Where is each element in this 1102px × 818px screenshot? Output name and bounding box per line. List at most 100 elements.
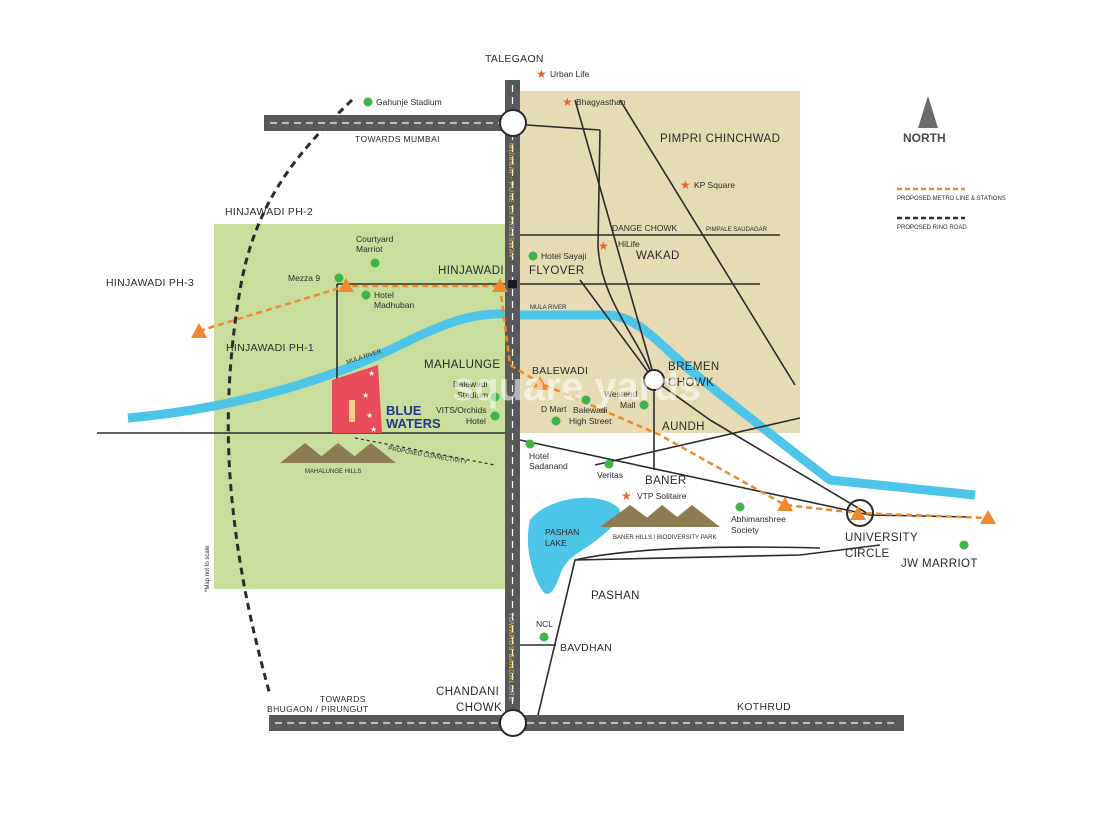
kp-square-star-icon: ★ [680, 178, 691, 192]
poi-high-street-2: High Street [569, 416, 612, 426]
poi-westend-2: Mall [620, 400, 636, 410]
label-towards-bhugaon-1: TOWARDS [320, 694, 366, 704]
high-street-marker-icon [581, 395, 591, 405]
poi-star-markers: ★ ★ ★ ★ ★ [536, 67, 691, 503]
label-towards-bangalore: TOWARDS BANGALORE [507, 612, 514, 701]
hilife-star-icon: ★ [598, 239, 609, 253]
poi-balewadi-stadium-2: Stadium [457, 390, 488, 400]
westend-marker-icon [639, 400, 649, 410]
poi-hilife: HiLife [618, 239, 640, 249]
label-hinjawadi-ph3: HINJAWADI PH-3 [106, 277, 194, 289]
project-blue-waters: ★ ★ ★ ★ [332, 365, 382, 434]
poi-veritas: Veritas [597, 470, 623, 480]
svg-text:★: ★ [366, 411, 373, 420]
madhuban-marker-icon [361, 290, 371, 300]
north-label: NORTH [903, 131, 946, 145]
label-hinjawadi-ph1: HINJAWADI PH-1 [226, 342, 314, 354]
mezza-marker-icon [334, 273, 344, 283]
poi-vits-2: Hotel [466, 416, 486, 426]
mahalunge-hills-icon [280, 443, 396, 463]
poi-westend-1: Westend [604, 389, 638, 399]
road-towards-mumbai [264, 115, 514, 131]
poi-bhagyasthan: Bhagyasthan [576, 97, 626, 107]
label-baner: BANER [645, 475, 687, 487]
label-hinjawadi-ph2: HINJAWADI PH-2 [225, 206, 313, 218]
poi-high-street-1: Balewadi [573, 405, 608, 415]
road-kothrud [269, 715, 904, 731]
poi-mezza: Mezza 9 [288, 273, 320, 283]
north-arrow-icon [918, 96, 938, 128]
label-baner-hills: BANER HILLS / BIODIVERSITY PARK [613, 535, 716, 541]
label-hinjawadi: HINJAWADI [438, 265, 504, 277]
hinjawadi-flyover [508, 280, 517, 288]
baner-hills-icon [600, 505, 720, 527]
label-bremen-2: CHOWK [668, 377, 714, 389]
metro-stations [191, 278, 996, 524]
veritas-marker-icon [604, 459, 614, 469]
sadanand-marker-icon [525, 439, 535, 449]
label-mahalunge-hills: MAHALUNGE HILLS [305, 469, 361, 475]
label-chandani-1: CHANDANI [436, 686, 499, 698]
poi-madhuban-2: Madhuban [374, 300, 414, 310]
label-bavdhan: BAVDHAN [560, 642, 612, 654]
poi-balewadi-stadium-1: Balewadi [453, 379, 488, 389]
poi-vits-1: VITS/Orchids [436, 405, 487, 415]
urban-life-star-icon: ★ [536, 67, 547, 81]
label-bremen-1: BREMEN [668, 361, 720, 373]
watermark: square yards [452, 365, 701, 409]
poi-gahunje: Gahunje Stadium [376, 97, 442, 107]
poi-courtyard-2: Marriot [356, 244, 383, 254]
legend-metro: PROPOSED METRO LINE & STATIONS [897, 196, 1006, 202]
mumbai-pune-expressway [505, 80, 520, 735]
poi-vtp: VTP Solitaire [637, 491, 687, 501]
label-pashan-lake-1: PASHAN [545, 527, 579, 537]
label-dange-chowk: DANGE CHOWK [612, 223, 678, 233]
ncl-marker-icon [539, 632, 549, 642]
proposed-ring-road [226, 98, 354, 696]
label-expressway: MUMBAI - PUNE EXPRESSWAY [507, 143, 514, 259]
label-towards-bhugaon-2: BHUGAON / PIRUNGUT [267, 704, 369, 714]
poi-abhimanshree-1: Abhimanshree [731, 514, 786, 524]
label-university-2: CIRCLE [845, 548, 890, 560]
poi-courtyard-1: Courtyard [356, 234, 394, 244]
metro-station-icon [338, 278, 354, 292]
svg-text:★: ★ [368, 369, 375, 378]
poi-sadanand-1: Hotel [529, 451, 549, 461]
bremen-chowk-junction-icon [643, 369, 665, 391]
metro-station-icon [532, 376, 548, 390]
poi-jw-marriot: JW MARRIOT [901, 558, 978, 570]
balewadi-stadium-marker-icon [490, 392, 500, 402]
poi-sayaji: Hotel Sayaji [541, 251, 586, 261]
poi-kp-square: KP Square [694, 180, 735, 190]
poi-green-markers [334, 97, 969, 642]
project-name-line1: BLUE [386, 403, 422, 418]
dmart-marker-icon [551, 416, 561, 426]
map-not-to-scale-note: *Map not to scale [205, 545, 211, 592]
sayaji-marker-icon [528, 251, 538, 261]
legend: PROPOSED METRO LINE & STATIONS PROPOSED … [897, 187, 1006, 231]
gahunje-marker-icon [363, 97, 373, 107]
poi-madhuban-1: Hotel [374, 290, 394, 300]
metro-station-icon [492, 278, 508, 292]
abhimanshree-marker-icon [735, 502, 745, 512]
label-wakad: WAKAD [636, 250, 680, 262]
label-pashan-lake-2: LAKE [545, 538, 567, 548]
label-pashan: PASHAN [591, 590, 640, 602]
chandani-chowk-junction-icon [499, 709, 527, 737]
label-kothrud: KOTHRUD [737, 701, 791, 713]
poi-abhimanshree-2: Society [731, 525, 760, 535]
label-towards-mumbai: TOWARDS MUMBAI [355, 134, 440, 144]
label-pimpale-saudagar: PIMPALE SAUDAGAR [706, 227, 768, 233]
label-mahalunge: MAHALUNGE [424, 359, 500, 371]
svg-text:★: ★ [370, 425, 377, 434]
label-aundh: AUNDH [662, 421, 705, 433]
metro-station-icon [980, 510, 996, 524]
label-mula-river-2: MULA RIVER [530, 305, 567, 311]
svg-text:★: ★ [362, 391, 369, 400]
project-name-line2: WATERS [386, 416, 441, 431]
courtyard-marker-icon [370, 258, 380, 268]
vtp-star-icon: ★ [621, 489, 632, 503]
poi-sadanand-2: Sadanand [529, 461, 568, 471]
university-circle-junction-icon [846, 499, 874, 527]
